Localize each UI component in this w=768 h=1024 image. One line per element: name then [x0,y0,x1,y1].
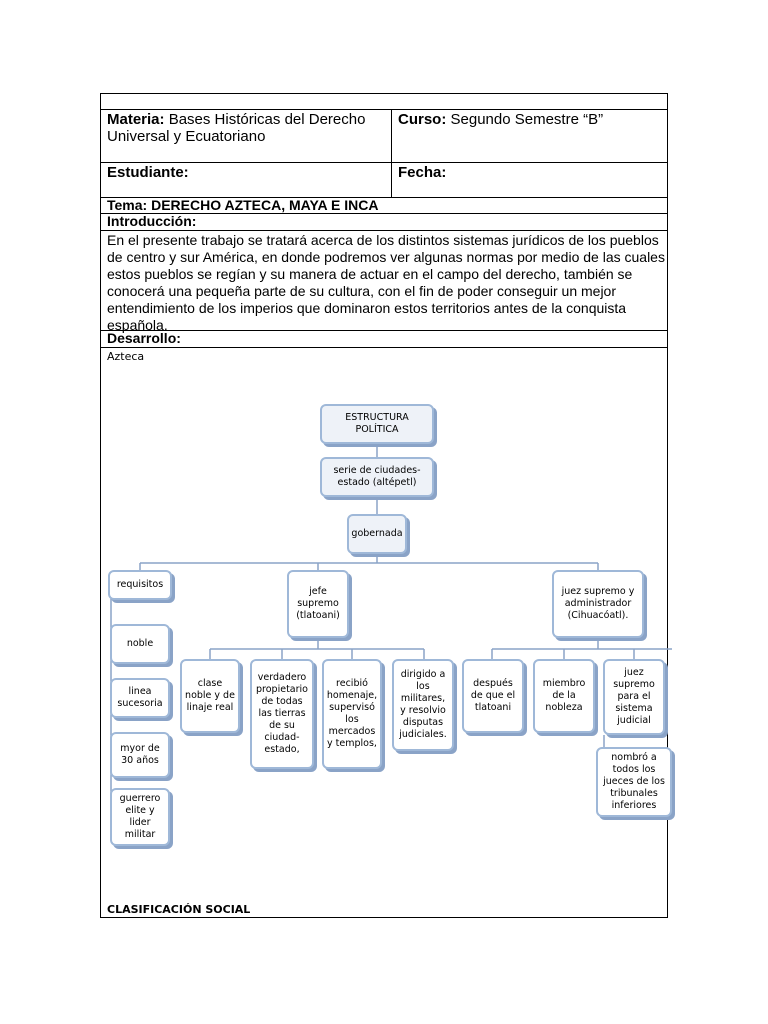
node-label: después de que el tlatoani [470,678,516,713]
estudiante-cell: Estudiante: [107,164,189,181]
tema-cell: Tema: DERECHO AZTECA, MAYA E INCA [107,197,378,213]
node-label: gobernada [351,528,403,539]
node-label: requisitos [116,579,164,590]
section-label-azteca: Azteca [107,350,145,363]
node-jefe-clase-noble: clase noble y de linaje real [180,659,240,733]
row-divider [101,347,667,348]
introduccion-heading-cell: Introducción: [107,213,196,230]
node-label: nombró a todos los jueces de los tribuna… [603,752,665,811]
curso-value: Segundo Semestre “B” [446,111,604,128]
row-divider [101,109,667,110]
desarrollo-heading-cell: Desarrollo: [107,330,181,347]
node-label: noble [126,638,154,649]
introduccion-text: En el presente trabajo se tratará acerca… [107,232,665,333]
document-form: Materia: Bases Históricas del Derecho Un… [100,93,668,918]
curso-cell: Curso: Segundo Semestre “B” [398,111,666,128]
node-juez-nobleza: miembro de la nobleza [533,659,595,733]
node-juez-supremo: juez supremo y administrador (Cihuacóatl… [552,570,644,638]
materia-cell: Materia: Bases Históricas del Derecho Un… [107,111,385,145]
node-label: juez supremo y administrador (Cihuacóatl… [561,586,635,621]
node-ciudades-estado: serie de ciudades-estado (altépetl) [320,457,434,497]
node-label: linea sucesoria [117,686,163,709]
estudiante-label: Estudiante: [107,164,189,181]
node-requisito-noble: noble [110,624,170,664]
node-label: ESTRUCTURA POLÍTICA [345,412,409,435]
node-label: clase noble y de linaje real [185,678,235,713]
node-requisitos: requisitos [108,570,172,600]
node-juez-nombro-jueces: nombró a todos los jueces de los tribuna… [596,747,672,817]
desarrollo-heading: Desarrollo: [107,330,181,346]
node-label: serie de ciudades-estado (altépetl) [333,465,421,488]
row-divider [101,213,667,214]
node-jefe-propietario: verdadero propietario de todas las tierr… [250,659,314,769]
introduccion-heading: Introducción: [107,213,197,229]
node-label: jefe supremo (tlatoani) [296,586,340,621]
column-divider [391,109,392,197]
node-label: verdadero propietario de todas las tierr… [256,672,308,755]
node-label: recibió homenaje, supervisó los mercados… [326,678,378,749]
node-juez-despues: después de que el tlatoani [462,659,524,733]
footer-label-clasificacion: CLASIFICACIÓN SOCIAL [107,903,251,916]
row-divider [101,197,667,198]
node-label: myor de 30 años [120,743,160,766]
tema-title: Tema: DERECHO AZTECA, MAYA E INCA [107,197,379,213]
node-jefe-militares: dirigido a los militares, y resolvio dis… [392,659,454,751]
row-divider [101,330,667,331]
node-requisito-linea: linea sucesoria [110,678,170,718]
node-estructura-politica: ESTRUCTURA POLÍTICA [320,404,434,444]
node-requisito-guerrero: guerrero elite y lider militar [110,788,170,846]
node-label: dirigido a los militares, y resolvio dis… [399,669,447,740]
row-divider [101,230,667,231]
node-jefe-homenaje: recibió homenaje, supervisó los mercados… [322,659,382,769]
node-label: guerrero elite y lider militar [119,793,161,840]
node-jefe-supremo: jefe supremo (tlatoani) [287,570,349,638]
node-label: miembro de la nobleza [542,678,586,713]
node-label: juez supremo para el sistema judicial [613,667,655,726]
node-juez-sistema-judicial: juez supremo para el sistema judicial [603,659,665,735]
node-requisito-edad: myor de 30 años [110,732,170,778]
curso-label: Curso: [398,111,447,128]
materia-label: Materia: [107,111,165,128]
fecha-cell: Fecha: [398,164,446,181]
fecha-label: Fecha: [398,164,447,181]
node-gobernada: gobernada [347,514,407,554]
row-divider [101,162,667,163]
materia-value: Bases Históricas del Derecho Universal y… [107,111,366,145]
